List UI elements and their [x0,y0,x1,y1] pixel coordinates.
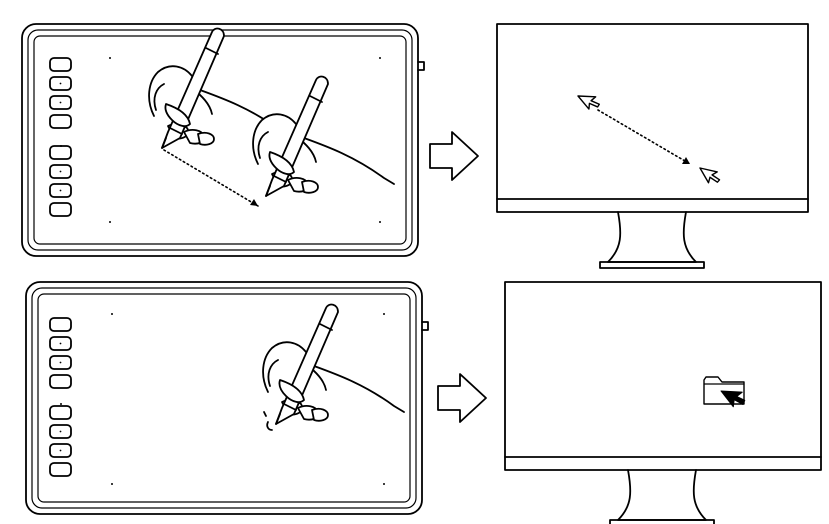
cursor-icon [720,390,746,408]
hand-icon [252,75,395,197]
panel-move-cursor [21,23,809,269]
monitor-icon [496,23,809,269]
arrow-right-icon [437,373,487,423]
arrow-right-icon [429,131,479,181]
tablet-bottom [25,281,429,515]
cursor-icon [577,86,603,113]
monitor-icon [504,281,822,524]
express-keys [49,57,72,217]
express-keys [49,317,72,477]
drag-path [163,149,259,207]
tap-mark [266,421,273,431]
panel-tap-click [25,281,822,524]
cursor-path [597,109,691,165]
tablet-top [21,23,425,257]
pen-icon [262,303,405,425]
